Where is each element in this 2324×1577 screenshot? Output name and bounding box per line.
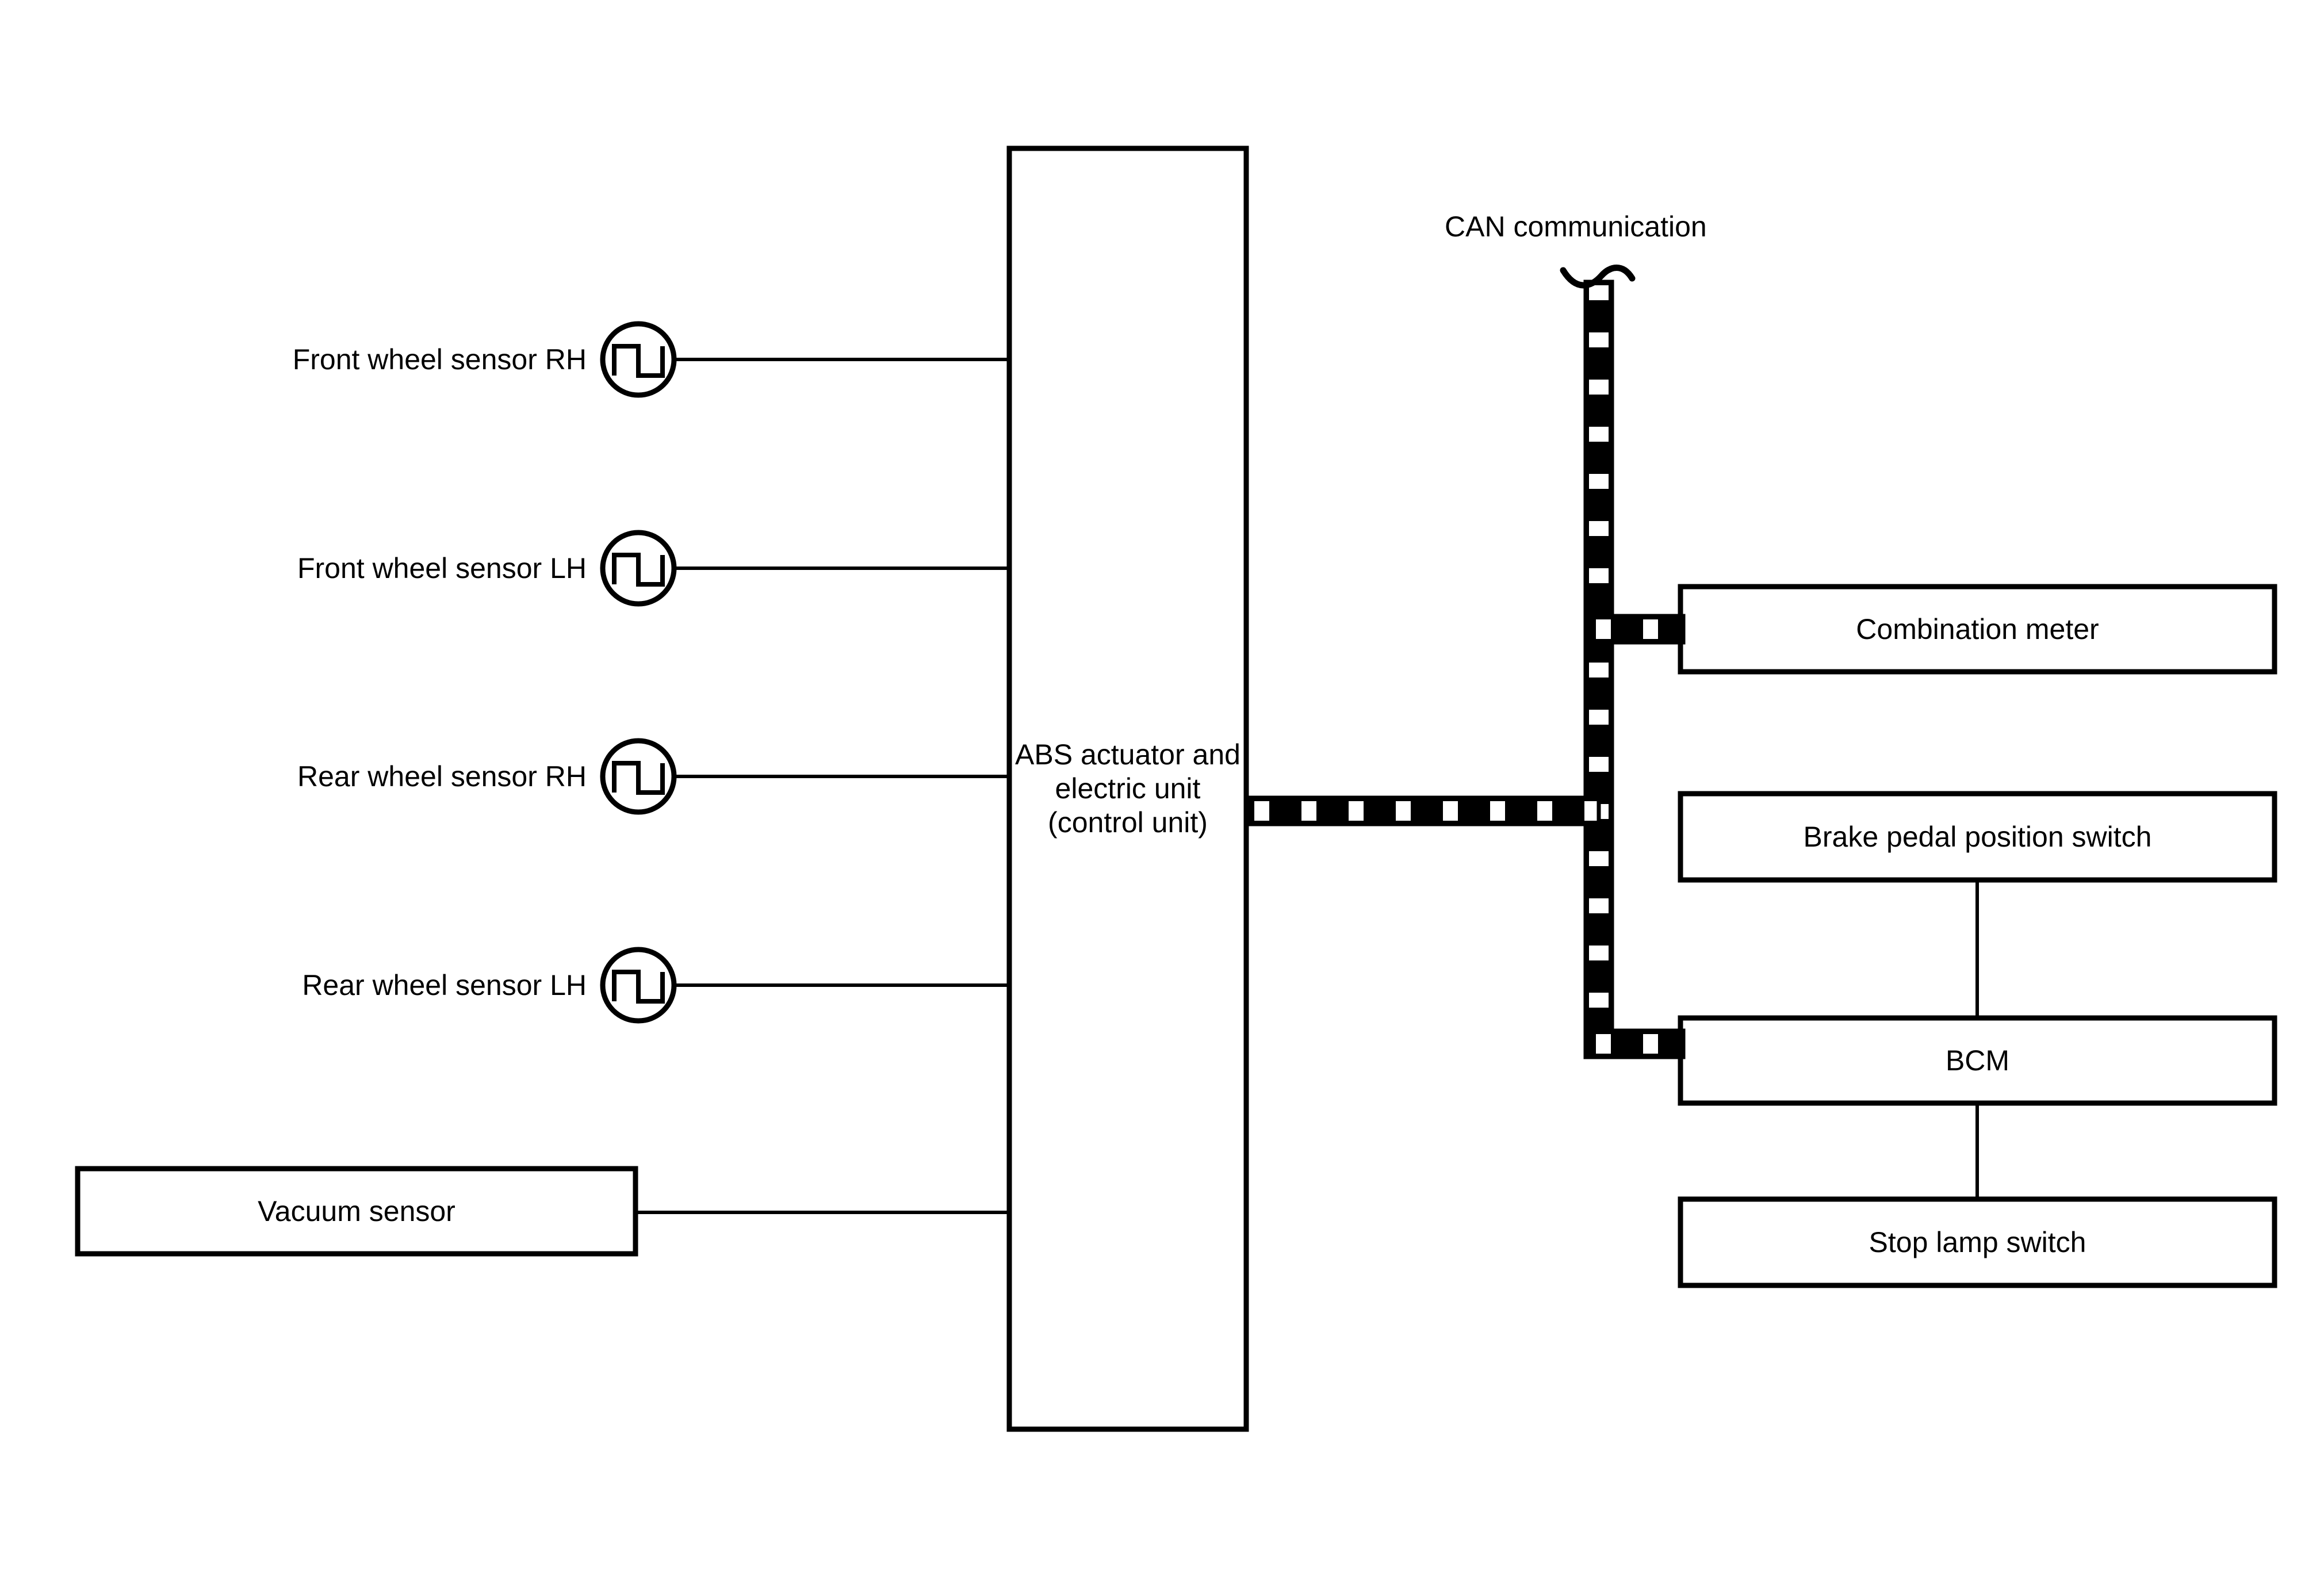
square-wave-pulse-icon [612, 344, 665, 378]
square-wave-pulse-icon [612, 970, 665, 1004]
square-wave-pulse-icon [612, 761, 665, 795]
abs-actuator-label: ABS actuator and electric unit (control … [1009, 148, 1246, 1429]
combination-meter-box[interactable] [1678, 584, 2277, 675]
front-wheel-sensor-lh-label: Front wheel sensor LH [297, 552, 587, 584]
abs-actuator-label-line3: (control unit) [1048, 806, 1208, 839]
can-bus-branch-bcm-outline [1583, 1028, 1686, 1059]
can-communication-label: CAN communication [1445, 210, 1707, 243]
vacuum-sensor-label: Vacuum sensor [258, 1195, 455, 1227]
vacuum-sensor-box[interactable] [75, 1166, 638, 1257]
bcm-label: BCM [1945, 1044, 2010, 1077]
can-bus-branch-combination-meter-outline [1583, 614, 1686, 645]
abs-actuator-label-line1: ABS actuator and [1015, 738, 1241, 771]
front-wheel-sensor-rh-symbol[interactable] [600, 321, 677, 398]
combination-meter-label: Combination meter [1856, 613, 2099, 645]
square-wave-pulse-icon [612, 553, 665, 587]
brake-pedal-position-switch-box[interactable] [1678, 791, 2277, 883]
stop-lamp-switch-label: Stop lamp switch [1869, 1226, 2086, 1258]
rear-wheel-sensor-lh-symbol[interactable] [600, 947, 677, 1024]
brake-pedal-position-switch-label: Brake pedal position switch [1803, 820, 2152, 853]
front-wheel-sensor-rh-label: Front wheel sensor RH [292, 343, 587, 376]
stop-lamp-switch-box[interactable] [1678, 1196, 2277, 1288]
rear-wheel-sensor-rh-symbol[interactable] [600, 738, 677, 815]
front-wheel-sensor-lh-symbol[interactable] [600, 530, 677, 607]
bcm-box[interactable] [1678, 1015, 2277, 1106]
can-bus-stub-outline [1244, 795, 1601, 826]
abs-actuator-label-line2: electric unit [1055, 772, 1201, 805]
rear-wheel-sensor-rh-label: Rear wheel sensor RH [297, 760, 587, 793]
abs-actuator-box[interactable] [1006, 146, 1249, 1432]
can-bus-break-squiggle-icon [1560, 265, 1636, 289]
rear-wheel-sensor-lh-label: Rear wheel sensor LH [302, 969, 587, 1001]
